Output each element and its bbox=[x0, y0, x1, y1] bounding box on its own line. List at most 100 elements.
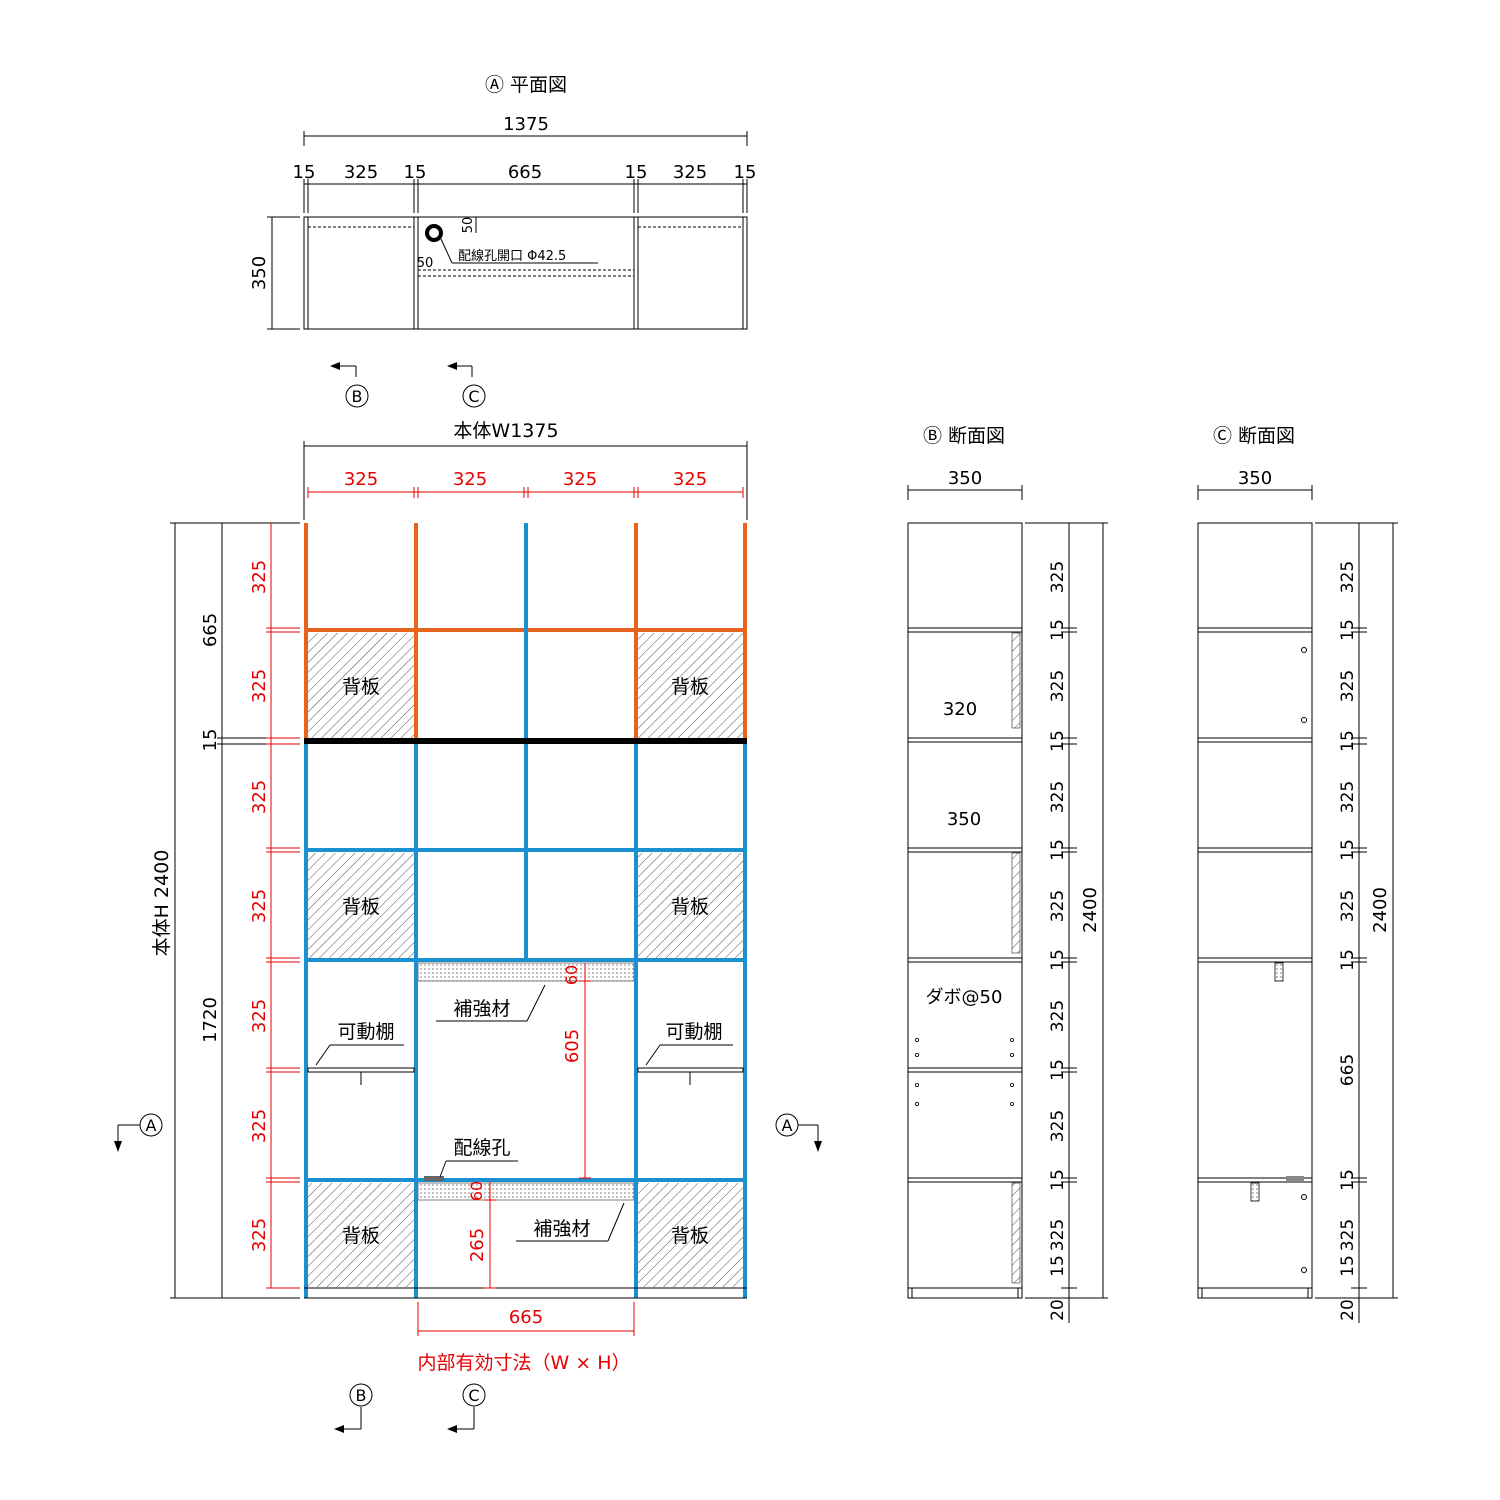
movable-shelf-label-left: 可動棚 bbox=[337, 1021, 394, 1043]
section-marker-b-top: B bbox=[330, 362, 369, 408]
center-dim-60-top: 60 bbox=[562, 965, 581, 985]
secc-dims-label-12: 20 bbox=[1338, 1299, 1358, 1321]
secc-dims-label-0: 325 bbox=[1338, 561, 1358, 593]
secb-dims-label-7: 15 bbox=[1048, 949, 1068, 971]
front-mid-dim: 15 bbox=[200, 729, 221, 752]
plan-title: Ⓐ 平面図 bbox=[485, 74, 567, 96]
row-height-5: 325 bbox=[249, 999, 270, 1033]
front-top-dim: 665 bbox=[200, 613, 221, 647]
row-height-3: 325 bbox=[249, 780, 270, 814]
secb-dims-label-8: 325 bbox=[1048, 1000, 1068, 1032]
plan-seg-6: 15 bbox=[734, 162, 757, 183]
back-panel-1 bbox=[308, 633, 414, 740]
center-dim-605: 605 bbox=[562, 1029, 583, 1063]
marker-a-right-label: A bbox=[782, 1116, 793, 1135]
section-c-title: Ⓒ 断面図 bbox=[1213, 425, 1295, 447]
plan-seg-3: 665 bbox=[508, 162, 542, 183]
section-b-depth: 350 bbox=[948, 468, 982, 489]
movable-shelf-label-right: 可動棚 bbox=[665, 1021, 722, 1043]
secb-dims-label-10: 325 bbox=[1048, 1110, 1068, 1142]
secc-dims-label-6: 325 bbox=[1338, 890, 1358, 922]
secb-dims-label-3: 15 bbox=[1048, 730, 1068, 752]
front-bottom-dim: 1720 bbox=[200, 997, 221, 1043]
plan-hole-offset-left: 50 bbox=[417, 256, 434, 271]
secc-dims-label-11: 15 bbox=[1338, 1255, 1358, 1277]
row-height-4: 325 bbox=[249, 889, 270, 923]
wiring-hole-label: 配線孔 bbox=[453, 1137, 510, 1159]
secb-dims-label-5: 15 bbox=[1048, 839, 1068, 861]
section-b-title: Ⓑ 断面図 bbox=[923, 425, 1005, 447]
back-panel-6 bbox=[638, 1183, 743, 1287]
front-elevation: 本体W1375 325 325 325 325 bbox=[151, 420, 748, 1374]
section-c-outline bbox=[1197, 522, 1313, 1299]
secb-dims-label-2: 325 bbox=[1048, 670, 1068, 702]
secb-dims-label-0: 325 bbox=[1048, 561, 1068, 593]
plan-depth: 350 bbox=[249, 256, 270, 290]
plan-seg-0: 15 bbox=[293, 162, 316, 183]
section-b-shelf-depth-320: 320 bbox=[943, 699, 977, 720]
secc-dims-label-7: 15 bbox=[1338, 949, 1358, 971]
plan-total-width: 1375 bbox=[503, 114, 549, 135]
plan-view: Ⓐ 平面図 1375 15 325 15 665 15 325 15 350 bbox=[249, 74, 757, 330]
col-width-1: 325 bbox=[344, 469, 378, 490]
row-height-2: 325 bbox=[249, 669, 270, 703]
section-b-outline bbox=[907, 522, 1023, 1299]
movable-shelf-right bbox=[637, 1067, 744, 1073]
secb-dims-label-9: 15 bbox=[1048, 1059, 1068, 1081]
plan-hole-offset-top: 50 bbox=[461, 217, 476, 234]
marker-b-bottom-label: B bbox=[356, 1386, 367, 1405]
section-c-reinforcement-upper bbox=[1274, 962, 1284, 982]
back-panel-label-2: 背板 bbox=[671, 676, 709, 698]
plan-seg-2: 15 bbox=[404, 162, 427, 183]
section-b-total-height: 2400 bbox=[1080, 887, 1101, 933]
reinforcement-lower bbox=[417, 1182, 635, 1201]
section-marker-c-bottom: C bbox=[447, 1383, 486, 1433]
secb-dims-label-6: 325 bbox=[1048, 890, 1068, 922]
secb-dims-label-4: 325 bbox=[1048, 781, 1068, 813]
row-height-1: 325 bbox=[249, 560, 270, 594]
section-marker-a-left: A bbox=[114, 1113, 163, 1152]
section-marker-b-bottom: B bbox=[334, 1383, 373, 1433]
secc-dims-label-2: 325 bbox=[1338, 670, 1358, 702]
row-height-6: 325 bbox=[249, 1109, 270, 1143]
row-height-7: 325 bbox=[249, 1218, 270, 1252]
front-width-label: 本体W1375 bbox=[453, 420, 558, 442]
section-b-shelf-depth-350: 350 bbox=[947, 809, 981, 830]
marker-a-left-label: A bbox=[146, 1116, 157, 1135]
reinforcement-label-lower: 補強材 bbox=[533, 1218, 590, 1240]
reinforcement-upper bbox=[417, 962, 635, 982]
inner-caption: 内部有効寸法（W × H） bbox=[417, 1352, 630, 1374]
back-panel-label-1: 背板 bbox=[342, 676, 380, 698]
wiring-hole-icon bbox=[425, 224, 443, 242]
section-b-dowel-label: ダボ@50 bbox=[926, 987, 1003, 1008]
secc-dims-label-1: 15 bbox=[1338, 619, 1358, 641]
plan-seg-1: 325 bbox=[344, 162, 378, 183]
plan-seg-4: 15 bbox=[625, 162, 648, 183]
section-c-reinforcement-lower bbox=[1250, 1182, 1260, 1202]
secb-dims-label-12: 325 bbox=[1048, 1219, 1068, 1251]
plan-outline bbox=[303, 216, 748, 330]
back-panel-4 bbox=[638, 853, 743, 958]
inner-width: 665 bbox=[509, 1307, 543, 1328]
lower-unit-frame bbox=[304, 744, 747, 1298]
section-c-total-height: 2400 bbox=[1370, 887, 1391, 933]
section-marker-a-right: A bbox=[775, 1113, 822, 1152]
front-height-label: 本体H 2400 bbox=[151, 850, 173, 957]
secc-dims-label-9: 15 bbox=[1338, 1169, 1358, 1191]
back-panel-5 bbox=[308, 1183, 414, 1287]
marker-c-bottom-label: C bbox=[468, 1386, 479, 1405]
plan-seg-5: 325 bbox=[673, 162, 707, 183]
wiring-hole-mark bbox=[424, 1176, 444, 1181]
unit-divider bbox=[304, 738, 747, 744]
secc-dims-label-3: 15 bbox=[1338, 730, 1358, 752]
section-b: Ⓑ 断面図 350 320 350 ダボ@50 2400 325 15 325 15 3… bbox=[907, 425, 1108, 1323]
reinforcement-label-upper: 補強材 bbox=[453, 998, 510, 1020]
marker-b-top-label: B bbox=[352, 387, 363, 406]
marker-c-top-label: C bbox=[468, 387, 479, 406]
secc-dims-label-8: 665 bbox=[1338, 1054, 1358, 1086]
secb-dims-label-11: 15 bbox=[1048, 1169, 1068, 1191]
section-marker-c-top: C bbox=[447, 362, 486, 408]
secc-dims-label-4: 325 bbox=[1338, 781, 1358, 813]
back-panel-label-6: 背板 bbox=[671, 1225, 709, 1247]
